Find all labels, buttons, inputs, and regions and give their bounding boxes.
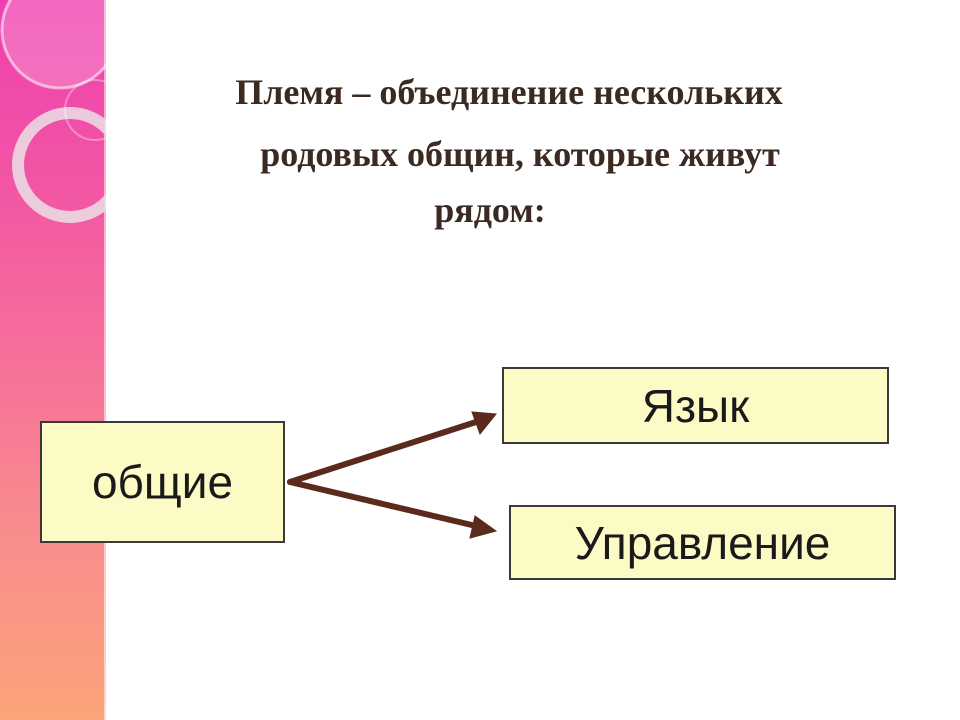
language-label: Язык [641,379,750,432]
governance-label: Управление [574,516,831,569]
decorative-ring [12,107,106,223]
title-line-1: Племя – объединение нескольких [235,72,783,112]
decorative-circle-large [0,0,106,90]
governance-box: Управление [509,505,896,580]
general-box: общие [40,421,285,543]
decorative-circle-small [64,79,106,141]
arrowhead-language [471,411,497,436]
decorative-circles [0,0,106,223]
title-line-3: рядом: [434,190,546,230]
slide-title: Племя – объединение нескольких родовых о… [140,66,900,230]
arrowhead-governance [469,515,498,539]
arrow-to-governance [287,479,479,529]
title-line-2: родовых общин, которые живут [260,134,780,174]
general-label: общие [91,456,234,508]
language-box: Язык [502,367,889,444]
arrow-to-language [287,419,479,485]
strip-edge-line [104,0,106,720]
